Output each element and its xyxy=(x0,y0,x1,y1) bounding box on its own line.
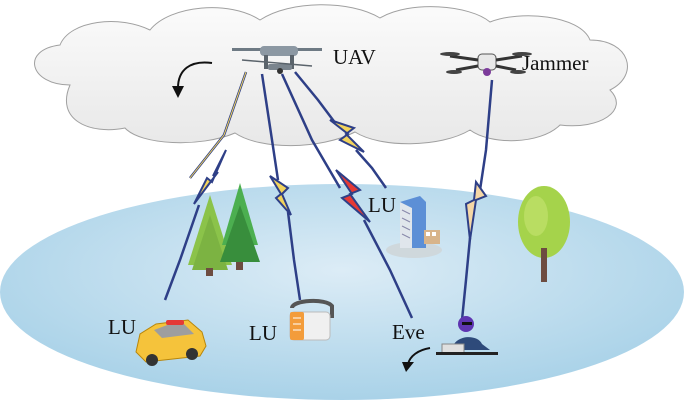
car-icon xyxy=(135,319,207,366)
link-uav-eve xyxy=(280,73,414,319)
link-jammer-eve xyxy=(460,79,494,321)
building-icon xyxy=(386,196,442,258)
ground-area xyxy=(0,184,684,400)
link-uav-building xyxy=(294,71,388,189)
eve-movement-arrow xyxy=(402,347,431,372)
jammer-drone-icon xyxy=(440,52,532,76)
pine-trees-icon xyxy=(188,183,260,276)
uav-drone-icon xyxy=(232,46,322,74)
label-lu-building: LU xyxy=(368,193,396,217)
vr-headset-icon xyxy=(289,299,334,341)
deciduous-tree-icon xyxy=(518,186,570,282)
label-uav: UAV xyxy=(333,45,376,69)
label-lu-car: LU xyxy=(108,315,136,339)
eavesdropper-icon xyxy=(436,316,498,355)
uav-rotation-arrow xyxy=(172,61,213,98)
link-uav-headset xyxy=(260,73,302,301)
label-jammer: Jammer xyxy=(522,51,588,75)
label-eve: Eve xyxy=(392,320,425,344)
cloud xyxy=(34,4,628,147)
label-lu-headset: LU xyxy=(249,321,277,345)
link-uav-car xyxy=(163,71,248,301)
